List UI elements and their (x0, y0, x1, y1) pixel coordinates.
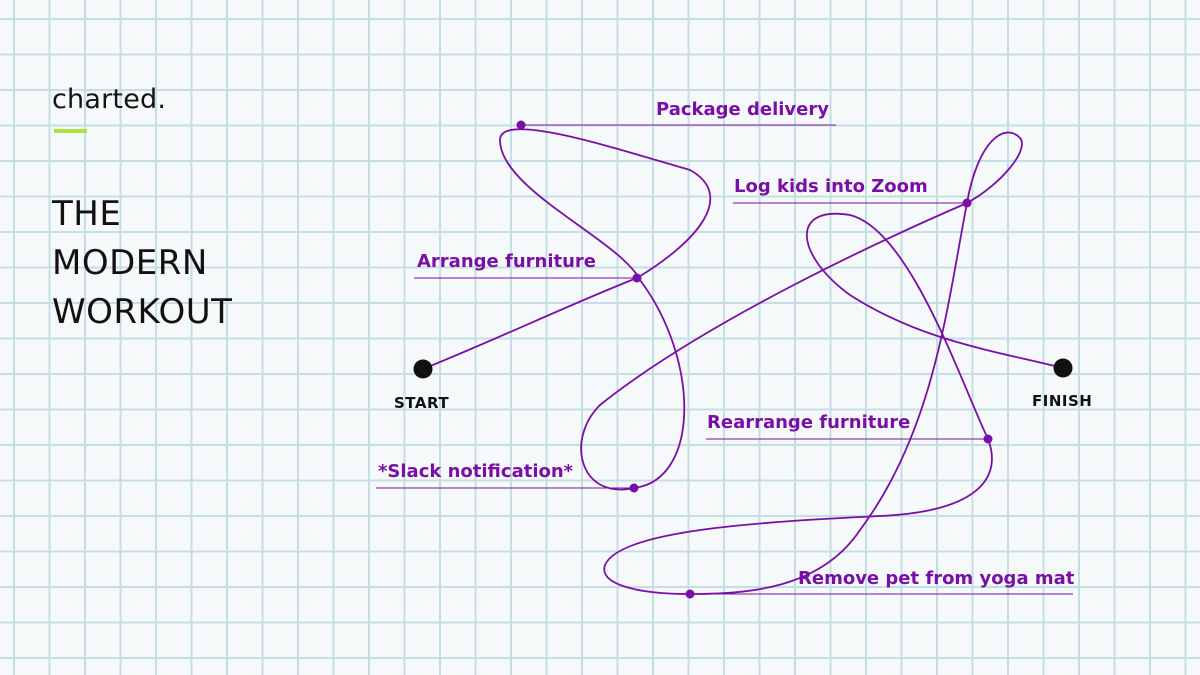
step-marker-slack-notification (629, 483, 639, 493)
start-label: START (394, 394, 449, 412)
step-marker-remove-pet (685, 589, 695, 599)
step-label-rearrange-furniture: Rearrange furniture (707, 412, 910, 433)
finish-label: FINISH (1032, 392, 1092, 410)
start-point (413, 359, 433, 379)
step-marker-log-kids-zoom (962, 198, 972, 208)
finish-point (1053, 358, 1073, 378)
title-line-3: WORKOUT (52, 292, 233, 332)
brand-logo-text: charted. (52, 84, 167, 115)
step-label-remove-pet: Remove pet from yoga mat (798, 568, 1075, 589)
step-label-arrange-furniture: Arrange furniture (417, 251, 596, 272)
step-label-package-delivery: Package delivery (656, 99, 829, 120)
step-marker-package-delivery (516, 120, 526, 130)
step-label-slack-notification: *Slack notification* (378, 461, 574, 482)
title-line-2: MODERN (52, 243, 208, 283)
workout-path (422, 128, 1064, 595)
step-label-log-kids-zoom: Log kids into Zoom (734, 176, 928, 197)
page-title: THE MODERN WORKOUT (52, 190, 232, 337)
step-marker-arrange-furniture (632, 273, 642, 283)
brand-underline (54, 129, 87, 133)
title-line-1: THE (52, 194, 122, 234)
step-marker-rearrange-furniture (983, 434, 993, 444)
